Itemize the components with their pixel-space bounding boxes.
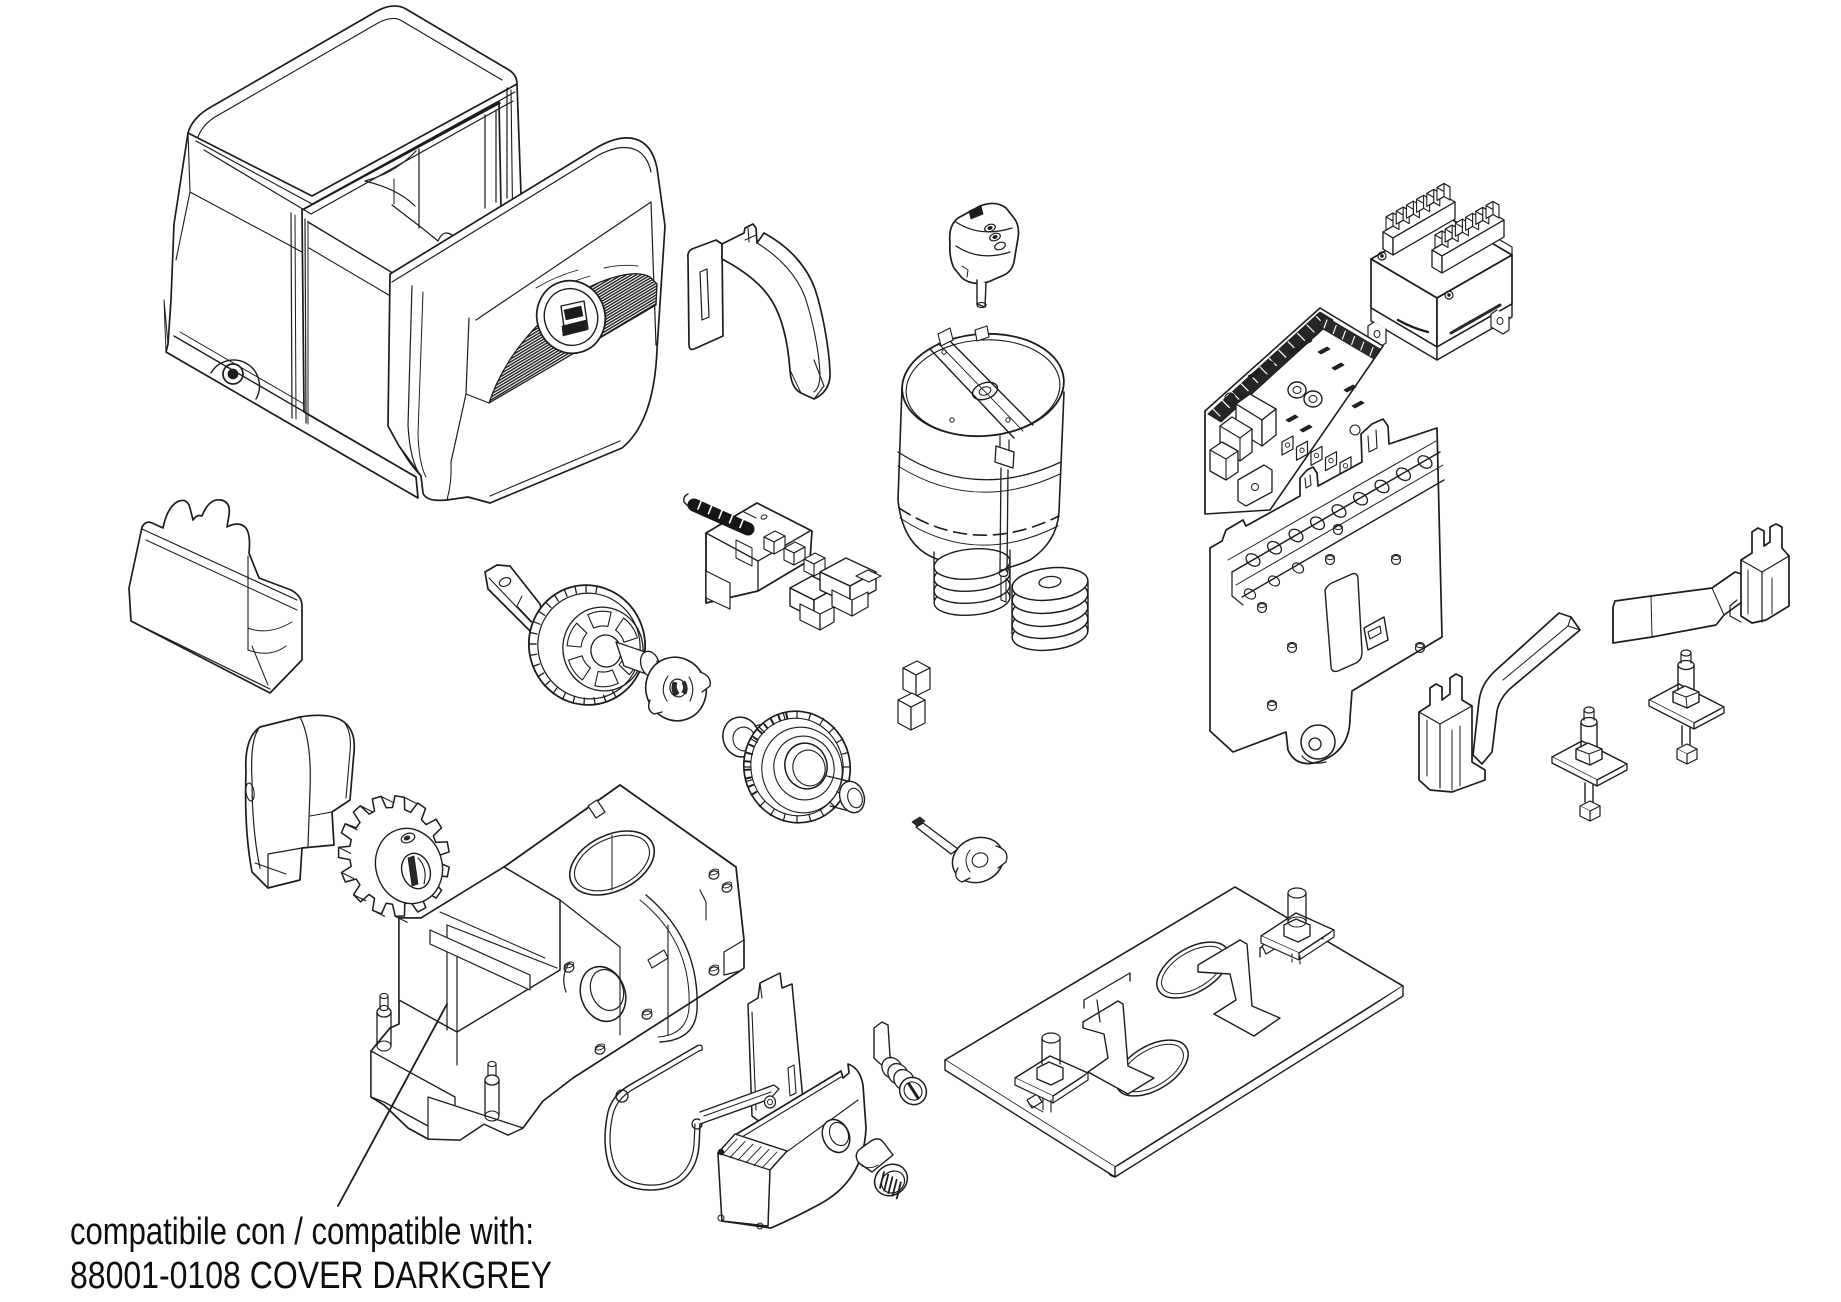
svg-text:compatibile con / compatible w: compatibile con / compatible with: — [70, 1211, 534, 1253]
svg-text:88001-0108 COVER DARKGREY: 88001-0108 COVER DARKGREY — [70, 1255, 552, 1297]
